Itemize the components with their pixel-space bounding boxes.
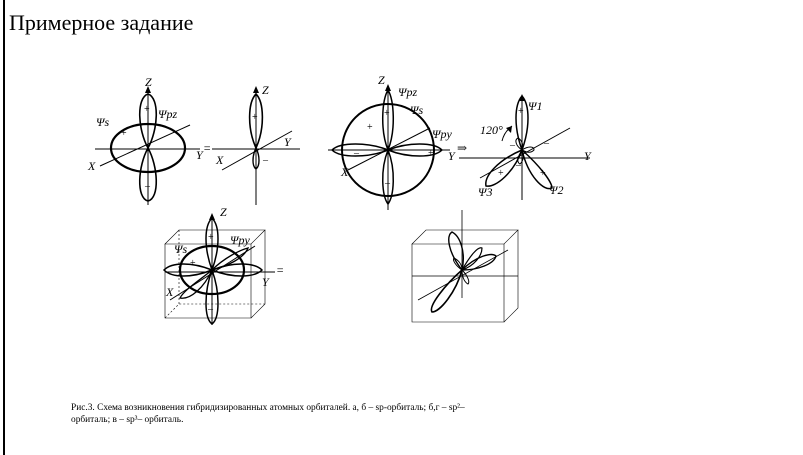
label-y-d: Y: [584, 149, 592, 163]
label-x-c: X: [340, 165, 349, 179]
equals-sign-e: =: [276, 263, 284, 277]
caption-line-1: Рис.3. Схема возникновения гибридизирова…: [71, 403, 465, 413]
sign-minus-b: –: [262, 155, 269, 166]
equals-sign-a: =: [203, 141, 211, 155]
sign-minus-c1: –: [353, 148, 360, 159]
sign-minus-c2: –: [384, 178, 391, 189]
diagram-sp-hybrid: [212, 88, 300, 205]
label-z-a: Z: [145, 75, 152, 89]
sign-plus-d1: +: [518, 106, 524, 117]
caption-line-2: орбиталь; в – sp³– орбиталь.: [71, 415, 184, 425]
label-psi-2: Ψ2: [549, 183, 563, 197]
sign-plus-b: +: [252, 112, 258, 123]
label-z-c: Z: [378, 73, 385, 87]
sign-minus-a: –: [144, 181, 151, 192]
label-y-a: Y: [196, 148, 204, 162]
label-x-b: X: [215, 153, 224, 167]
sign-minus-e: –: [207, 304, 214, 315]
label-psi-py-e: Ψpy: [230, 233, 250, 247]
sign-minus-d2: –: [509, 140, 516, 151]
sign-plus-e2: +: [190, 258, 196, 269]
diagram-sp-combination: [95, 88, 200, 205]
sign-plus-e1: +: [208, 232, 214, 243]
label-y-e: Y: [262, 275, 270, 289]
sign-plus-c1: +: [384, 108, 390, 119]
diagram-sp2-combination: [328, 86, 450, 210]
sign-plus-c3: +: [428, 148, 434, 159]
arrow-implies: ⇒: [457, 141, 467, 155]
label-psi-pz-c: Ψpz: [398, 85, 417, 99]
label-y-c: Y: [448, 149, 456, 163]
sign-minus-d1: –: [543, 138, 550, 149]
label-x-e: X: [165, 285, 174, 299]
label-y-b: Y: [284, 135, 292, 149]
diagram-sp3-combination: [162, 215, 275, 325]
label-psi-py-c: Ψpy: [432, 127, 452, 141]
sign-minus-d3: –: [515, 160, 522, 171]
sign-plus-d3: +: [540, 168, 546, 179]
label-angle: 120°: [480, 123, 503, 137]
sign-plus-d2: +: [498, 168, 504, 179]
axis-arrowheads: [145, 84, 525, 220]
sign-plus-a2: +: [121, 128, 127, 139]
figure-caption: Рис.3. Схема возникновения гибридизирова…: [71, 402, 611, 426]
label-psi-s-a: Ψs: [96, 115, 109, 129]
page-heading: Примерное задание: [9, 10, 194, 35]
label-z-e: Z: [220, 205, 227, 219]
label-psi-pz-a: Ψpz: [158, 107, 177, 121]
label-psi-s-c: Ψs: [410, 103, 423, 117]
diagram-sp3-hybrid: [411, 210, 519, 323]
sign-plus-c2: +: [367, 122, 373, 133]
label-psi-3: Ψ3: [478, 185, 492, 199]
label-psi-1: Ψ1: [528, 99, 542, 113]
label-x-a: X: [87, 159, 96, 173]
label-psi-s-e: Ψs: [174, 242, 187, 256]
sign-plus-a1: +: [144, 104, 150, 115]
label-z-b: Z: [262, 83, 269, 97]
left-border-line: [3, 0, 5, 455]
